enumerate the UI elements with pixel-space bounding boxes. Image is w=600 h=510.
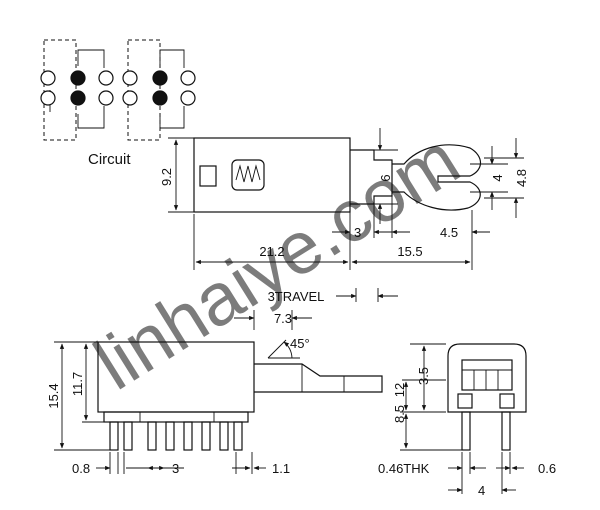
side-pin: [201, 421, 211, 451]
dim-4-bottom: 4: [478, 483, 485, 498]
side-pin: [233, 421, 243, 451]
circuit-pin: [40, 90, 56, 106]
circuit-pin-common: [152, 90, 168, 106]
side-view-base: [103, 411, 249, 423]
side-pin: [219, 421, 229, 451]
side-actuator: [254, 363, 383, 393]
circuit-switch-1-dashed-box: [43, 39, 77, 141]
circuit-pin: [98, 70, 114, 86]
dim-4-5: 4.5: [440, 225, 458, 240]
dim-travel: 3TRAVEL: [268, 289, 325, 304]
dim-0-8: 0.8: [72, 461, 90, 476]
circuit-label: Circuit: [88, 151, 131, 168]
end-view: 3.5 12 8.5 0.46THK 0.6 4: [378, 343, 556, 498]
dim-7-3: 7.3: [274, 311, 292, 326]
watermark: linhaiye.com: [80, 117, 473, 405]
dim-0-46-thk: 0.46THK: [378, 461, 430, 476]
dim-15-4: 15.4: [46, 383, 61, 408]
dim-0-6: 0.6: [538, 461, 556, 476]
dim-3-top: 3: [354, 225, 361, 240]
side-pin: [147, 421, 157, 451]
dim-3-bottom: 3: [172, 461, 179, 476]
circuit-pin: [98, 90, 114, 106]
end-pin: [461, 411, 471, 451]
side-pin: [165, 421, 175, 451]
dim-6: 6: [378, 174, 393, 181]
end-view-contact: [457, 393, 473, 409]
circuit-pin: [122, 90, 138, 106]
top-view: 9.2 6 4 4.8 3 4.5 21.2: [159, 128, 529, 270]
dim-4-top: 4: [490, 174, 505, 181]
side-view: 45° 15.4 11.7 0.8 3 1.1: [46, 336, 383, 476]
side-pin: [183, 421, 193, 451]
circuit-pin: [122, 70, 138, 86]
end-view-window: [461, 359, 513, 391]
side-pin: [123, 421, 133, 451]
circuit-pin-common: [70, 90, 86, 106]
dim-21-2: 21.2: [259, 244, 284, 259]
dim-15-5: 15.5: [397, 244, 422, 259]
circuit-diagram: Circuit: [40, 39, 196, 168]
circuit-switch-2-dashed-box: [127, 39, 161, 141]
dim-angle: 45°: [290, 336, 310, 351]
dim-1-2: 12: [392, 383, 407, 397]
end-view-contact: [499, 393, 515, 409]
fork-actuator: [392, 144, 482, 211]
dim-3-5: 3.5: [416, 367, 431, 385]
side-pin: [109, 421, 119, 451]
dim-11-7: 11.7: [70, 372, 85, 396]
circuit-pin: [180, 90, 196, 106]
dim-1-1: 1.1: [272, 461, 290, 476]
circuit-pin-common: [70, 70, 86, 86]
travel-dimensions: 3TRAVEL 7.3: [234, 288, 398, 330]
dim-8-5: 8.5: [392, 405, 407, 423]
end-view-body: [447, 343, 527, 413]
top-view-tab: [199, 165, 217, 187]
top-view-body: [193, 137, 351, 213]
circuit-pin-common: [152, 70, 168, 86]
dim-9-2: 9.2: [159, 168, 174, 186]
end-pin: [501, 411, 511, 451]
spring-window: [231, 159, 265, 191]
circuit-pin: [40, 70, 56, 86]
circuit-pin: [180, 70, 196, 86]
spring-icon: [235, 164, 261, 183]
dim-4-8: 4.8: [514, 169, 529, 187]
